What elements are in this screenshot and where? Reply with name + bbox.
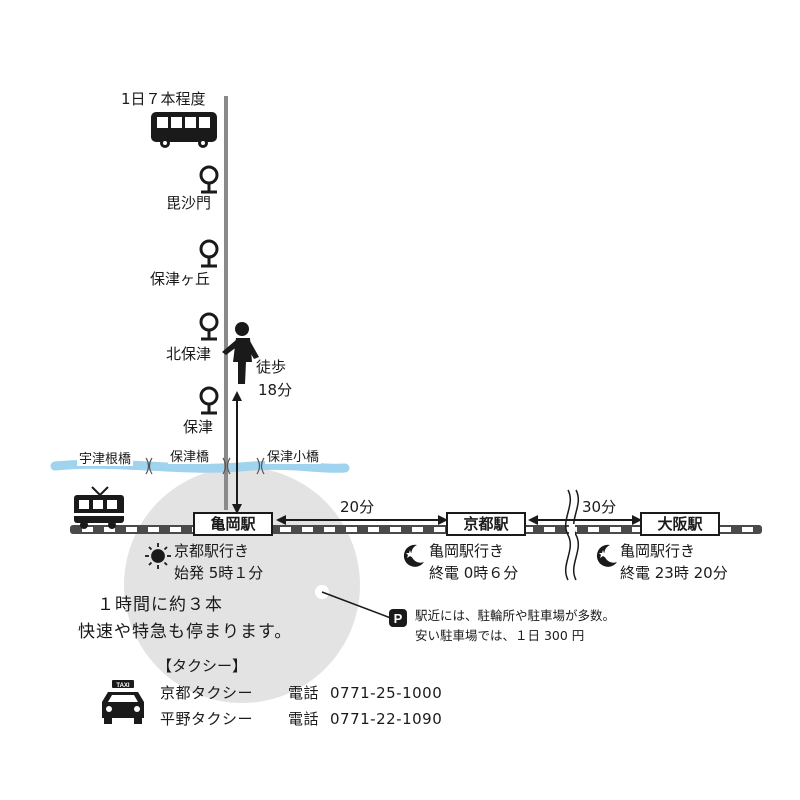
taxi-name-hirano: 平野タクシー	[160, 710, 254, 728]
bridge-label-hozu: 保津橋	[168, 450, 212, 465]
taxi-phone-label-kyoto: 電話	[288, 684, 320, 702]
bus-stop-icon	[199, 386, 219, 415]
frequency-note-line-1: １時間に約３本	[97, 595, 223, 615]
travel-time-kameoka-kyoto: 20分	[340, 498, 375, 516]
svg-text:P: P	[394, 611, 403, 626]
sun-icon	[145, 543, 171, 569]
osaka-direction: 亀岡駅行き	[620, 542, 696, 560]
kameoka-first-train: 始発 5時１分	[174, 564, 264, 582]
taxi-phone-hirano: 0771-22-1090	[330, 710, 443, 728]
station-kyoto: 京都駅	[446, 512, 526, 536]
taxi-name-kyoto: 京都タクシー	[160, 684, 254, 702]
walking-person-icon	[222, 322, 259, 384]
bus-stop-icon	[199, 165, 219, 194]
osaka-last-train: 終電 23時 20分	[620, 564, 728, 582]
walk-time: 18分	[258, 381, 293, 399]
bus-frequency-label: 1日７本程度	[121, 90, 206, 108]
travel-time-kyoto-osaka: 30分	[582, 498, 617, 516]
frequency-note-line-2: 快速や特急も停まります。	[78, 622, 293, 642]
taxi-icon: TAXI	[102, 680, 144, 724]
bridge-label-hozu-small: 保津小橋	[265, 450, 322, 465]
kyoto-osaka-arrow	[528, 515, 642, 525]
station-osaka: 大阪駅	[640, 512, 720, 536]
bus-stop-label-hozu: 保津	[183, 418, 214, 436]
taxi-phone-label-hirano: 電話	[288, 710, 320, 728]
walk-arrow	[232, 391, 242, 514]
bus-stop-label-hozugaoka: 保津ヶ丘	[150, 270, 211, 288]
station-kameoka: 亀岡駅	[193, 512, 273, 536]
distance-break-mark	[565, 489, 579, 581]
walk-label: 徒歩	[256, 358, 287, 376]
bus-icon	[151, 112, 217, 148]
bus-stop-icon	[199, 239, 219, 268]
moon-icon	[596, 544, 617, 567]
parking-icon: P	[389, 609, 407, 627]
kameoka-direction: 京都駅行き	[174, 542, 250, 560]
train-icon	[74, 486, 124, 529]
bridge-label-utsune: 宇津根橋	[77, 452, 134, 467]
taxi-sign-text: TAXI	[116, 683, 130, 689]
kyoto-last-train: 終電 0時６分	[429, 564, 519, 582]
taxi-header: 【タクシー】	[157, 657, 248, 675]
moon-icon	[403, 544, 424, 567]
bus-stop-icon	[199, 312, 219, 341]
bridge-markers	[145, 457, 265, 475]
taxi-phone-kyoto: 0771-25-1000	[330, 684, 443, 702]
parking-leader-line	[321, 591, 397, 621]
bus-stop-label-kitahozu: 北保津	[166, 345, 212, 363]
parking-note-line-1: 駅近には、駐輪所や駐車場が多数。	[415, 608, 616, 623]
kameoka-kyoto-arrow	[276, 515, 448, 525]
parking-note-line-2: 安い駐車場では、１日 300 円	[415, 628, 585, 643]
kyoto-direction: 亀岡駅行き	[429, 542, 505, 560]
bus-stop-label-bishamon: 毘沙門	[166, 194, 212, 212]
